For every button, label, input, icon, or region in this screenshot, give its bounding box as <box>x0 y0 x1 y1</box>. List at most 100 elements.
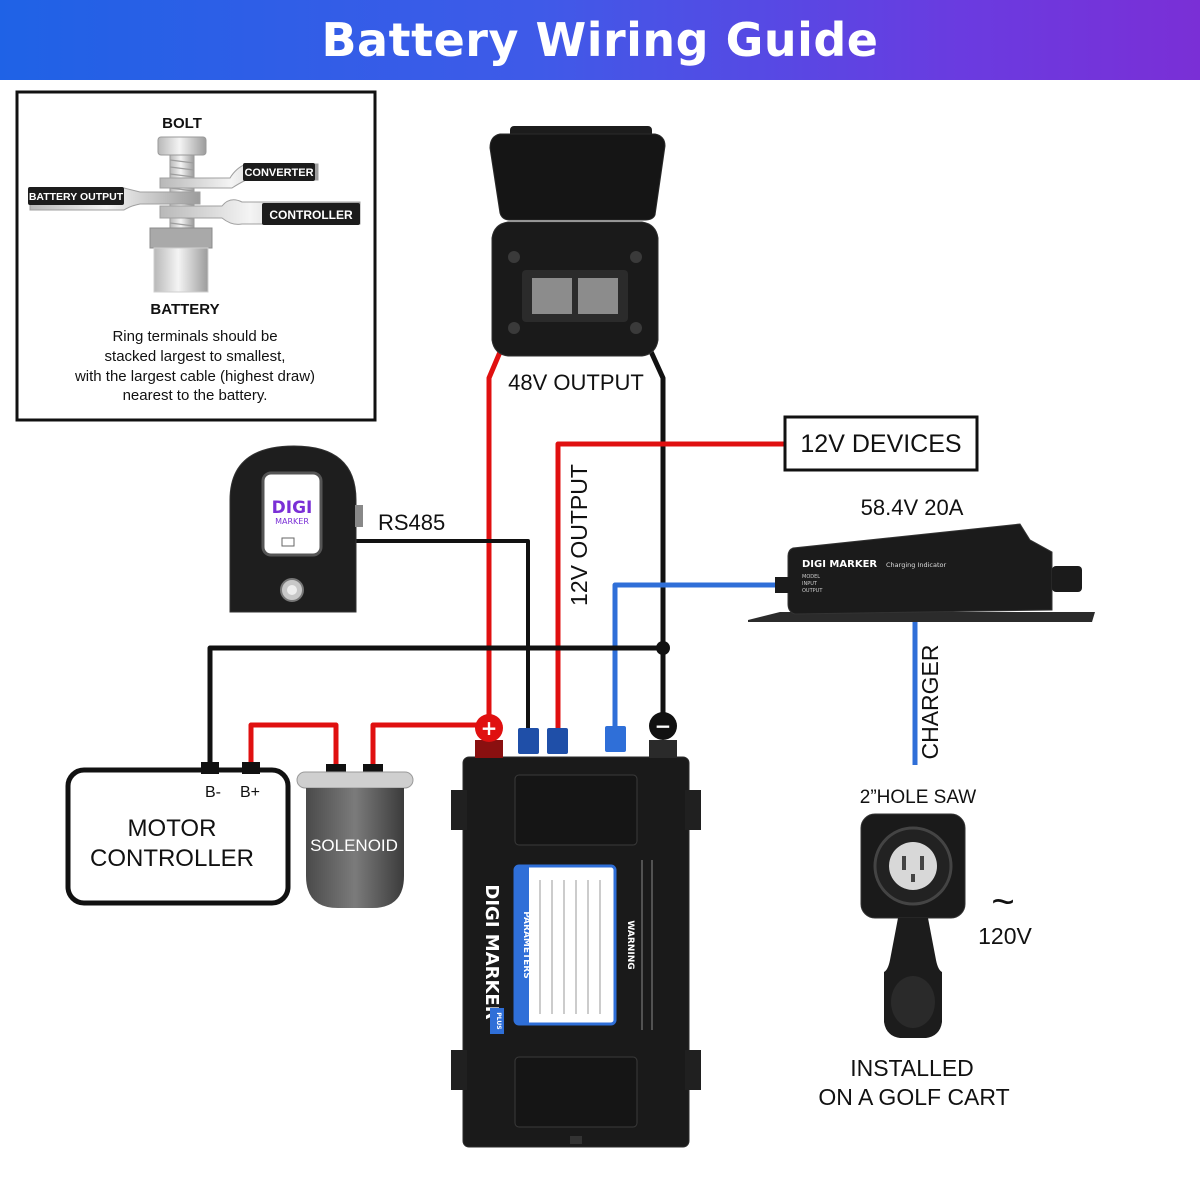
stacking-note-line-2: stacked largest to smallest, <box>105 348 286 365</box>
positive-symbol: + <box>481 716 498 740</box>
battery-handle-top <box>514 774 638 846</box>
inlet-cover-cap <box>891 976 935 1028</box>
page-title: Battery Wiring Guide <box>321 13 879 67</box>
controller-tag <box>262 203 360 225</box>
power-icon <box>287 585 297 595</box>
installed-line-1: INSTALLED <box>850 1055 974 1081</box>
installed-line-2: ON A GOLF CART <box>818 1084 1009 1110</box>
motor-controller-box <box>65 767 291 906</box>
rs485-port-terminal <box>518 728 539 754</box>
wiring-diagram: BOLT CONVERTER BATTERY OUTPUT CO <box>15 90 1095 1148</box>
charger-rating-label: 58.4V 20A <box>861 495 964 520</box>
hole-saw-label: 2”HOLE SAW <box>860 787 977 808</box>
socket-screw <box>508 322 520 334</box>
battery-side-tab <box>685 1050 701 1090</box>
wire-12v-output <box>555 441 785 730</box>
stacking-guide-panel: BOLT CONVERTER BATTERY OUTPUT CO <box>15 90 377 422</box>
solenoid-body <box>306 788 404 908</box>
rs485-label: RS485 <box>378 510 445 535</box>
charge-port-terminal <box>605 726 626 752</box>
battery-plus-badge <box>490 1008 504 1034</box>
battery-post-collar <box>149 227 213 249</box>
bolt-head <box>157 136 207 156</box>
motor-controller-label-2: CONTROLLER <box>90 845 254 872</box>
socket-contact-left <box>532 278 572 314</box>
charger-connector <box>1052 566 1082 592</box>
inlet-prong <box>902 856 906 870</box>
ac-voltage-label: 120V <box>978 923 1032 949</box>
charger-indicator-title: Charging Indicator <box>886 561 946 569</box>
motor-controller: B- B+ MOTOR CONTROLLER <box>65 762 291 906</box>
wire-solenoid-battery <box>370 722 489 770</box>
negative-terminal-icon <box>649 712 677 740</box>
battery-params-lines <box>539 880 601 1014</box>
terminal-b-minus <box>201 762 219 774</box>
socket-screw <box>508 251 520 263</box>
inlet-plug-face <box>889 842 937 890</box>
battery-output-label: BATTERY OUTPUT <box>29 191 124 203</box>
battery-side-tab <box>451 790 467 830</box>
charger-label: CHARGER <box>917 644 943 759</box>
monitor-display <box>261 471 323 557</box>
battery-foot <box>570 1136 582 1144</box>
negative-symbol: − <box>655 714 672 738</box>
battery-plus-text: PLUS <box>495 1012 502 1029</box>
lithium-battery: PARAMETERS DIGI MARKER WARNING PLUS + − <box>451 712 701 1148</box>
ac-symbol: ~ <box>991 880 1014 924</box>
monitor-brand-line-2: MARKER <box>275 517 309 526</box>
terminal-b-plus <box>242 762 260 774</box>
wire-48v-positive <box>486 344 506 724</box>
bolt-label: BOLT <box>162 115 202 132</box>
battery-post <box>153 247 209 293</box>
battery-positive-post <box>475 740 503 758</box>
battery-brand: DIGI MARKER <box>481 884 502 1019</box>
title-banner: Battery Wiring Guide <box>0 0 1200 80</box>
solenoid: SOLENOID <box>296 764 414 908</box>
wire-charger-dc <box>612 582 782 730</box>
output-48v-label: 48V OUTPUT <box>508 370 644 395</box>
wire-group <box>207 343 918 770</box>
stacking-note-line-3: with the largest cable (highest draw) <box>74 368 315 385</box>
battery-negative-post <box>649 740 677 758</box>
output-12v-label: 12V OUTPUT <box>566 464 592 606</box>
b-minus-label: B- <box>205 784 221 801</box>
charger-spec-line: OUTPUT <box>802 588 823 594</box>
charger-device: DIGI MARKER Charging Indicator MODEL INP… <box>748 523 1095 622</box>
anderson-socket <box>489 126 666 357</box>
battery-params-stripe <box>515 866 529 1024</box>
battery-output-tag <box>28 187 124 205</box>
battery-side-tab <box>685 790 701 830</box>
wire-motor-positive <box>248 722 339 770</box>
controller-label: CONTROLLER <box>269 208 353 222</box>
battery-params-title: PARAMETERS <box>521 911 531 978</box>
solenoid-label: SOLENOID <box>310 836 398 855</box>
converter-tag <box>243 163 315 181</box>
battery-warning-lines <box>641 860 653 1030</box>
stacking-note-line-1: Ring terminals should be <box>112 328 277 345</box>
stacking-note-line-4: nearest to the battery. <box>123 387 268 404</box>
motor-controller-label-1: MOTOR <box>128 815 217 842</box>
inlet-prong <box>911 874 915 882</box>
wire-48v-negative <box>645 343 666 724</box>
battery-side-tab <box>451 1050 467 1090</box>
battery-handle-bottom <box>514 1056 638 1128</box>
converter-label: CONVERTER <box>244 167 313 179</box>
devices-12v-box <box>783 415 979 472</box>
b-plus-label: B+ <box>240 784 260 801</box>
charger-spec-line: INPUT <box>802 581 818 587</box>
battery-warning-title: WARNING <box>625 920 635 969</box>
charger-input-plug <box>775 577 789 593</box>
socket-screw <box>630 251 642 263</box>
inlet-prong <box>920 856 924 870</box>
charger-brand: DIGI MARKER <box>802 559 877 570</box>
wire-motor-negative <box>207 645 663 770</box>
ac-inlet <box>860 813 966 1038</box>
solenoid-cap <box>296 771 414 789</box>
socket-screw <box>630 322 642 334</box>
charger-body <box>787 523 1053 615</box>
battery-label: BATTERY <box>150 301 219 318</box>
junction-dot <box>656 641 670 655</box>
monitor-cable-gland <box>355 505 363 527</box>
monitor-brand-line-1: DIGI <box>272 498 313 518</box>
